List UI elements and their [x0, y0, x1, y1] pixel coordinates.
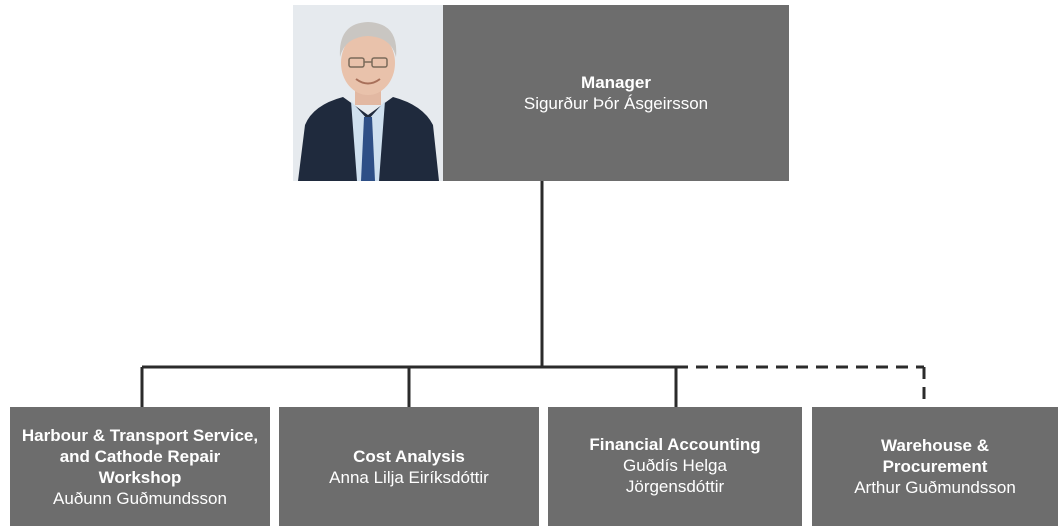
department-head-name: Auðunn Guðmundsson — [53, 488, 227, 508]
department-box-financial-accounting: Financial Accounting Guðdís Helga Jörgen… — [548, 407, 802, 526]
department-title: Cost Analysis — [353, 446, 465, 466]
manager-name: Sigurður Þór Ásgeirsson — [523, 94, 709, 113]
department-head-name: Anna Lilja Eiríksdóttir — [329, 467, 489, 487]
department-head-name: Guðdís Helga Jörgensdóttir — [623, 456, 727, 496]
department-head-name: Arthur Guðmundsson — [854, 478, 1016, 497]
department-title: Harbour & Transport Service, and Cathode… — [21, 425, 259, 487]
manager-title: Manager — [581, 73, 651, 92]
manager-photo — [293, 5, 443, 181]
department-title: Warehouse & Procurement — [880, 436, 989, 476]
department-box-warehouse: Warehouse & Procurement Arthur Guðmundss… — [812, 407, 1058, 526]
department-box-harbour: Harbour & Transport Service, and Cathode… — [10, 407, 270, 526]
manager-box: Manager Sigurður Þór Ásgeirsson — [443, 5, 789, 181]
department-box-cost-analysis: Cost Analysis Anna Lilja Eiríksdóttir — [279, 407, 539, 526]
department-title: Financial Accounting — [589, 435, 761, 454]
